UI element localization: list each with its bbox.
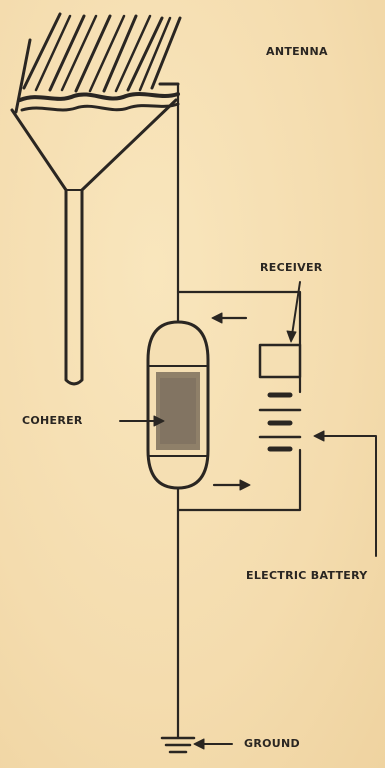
ground-label: GROUND bbox=[244, 737, 300, 750]
ground-symbol bbox=[160, 736, 196, 754]
circuit-wires bbox=[176, 290, 302, 740]
pointer-battery bbox=[313, 430, 377, 557]
antenna-aerial bbox=[10, 12, 182, 386]
antenna-label: ANTENNA bbox=[266, 45, 328, 58]
receiver-label: RECEIVER bbox=[260, 261, 323, 274]
current-arrow-bottom bbox=[212, 479, 251, 491]
pointer-ground bbox=[193, 738, 233, 750]
pointer-receiver bbox=[286, 281, 301, 343]
battery-cells bbox=[258, 392, 302, 452]
receiver-box bbox=[258, 343, 302, 379]
current-arrow-top bbox=[211, 312, 248, 324]
pointer-coherer bbox=[119, 415, 165, 427]
coherer-tube bbox=[146, 320, 210, 490]
coherer-label: COHERER bbox=[22, 414, 83, 427]
electric-battery-label: ELECTRIC BATTERY bbox=[246, 569, 368, 582]
